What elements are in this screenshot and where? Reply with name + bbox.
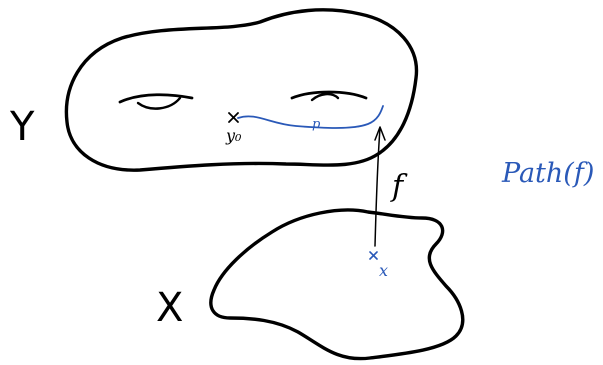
surface-x-outline [211, 210, 463, 359]
point-x-marker [370, 252, 377, 259]
label-y0: y₀ [225, 126, 242, 145]
label-map-f: f [390, 169, 408, 204]
label-x: X [156, 285, 183, 331]
label-path-p: p [312, 117, 321, 132]
handle-right [292, 92, 366, 100]
label-point-x: x [379, 261, 388, 280]
point-y0-marker [229, 113, 238, 122]
arrow-f [375, 127, 385, 246]
path-p-curve [238, 106, 383, 128]
handle-left [120, 95, 192, 109]
surface-y-outline [66, 10, 416, 170]
label-path-f: Path(f) [501, 158, 594, 189]
label-y: Y [9, 104, 35, 150]
